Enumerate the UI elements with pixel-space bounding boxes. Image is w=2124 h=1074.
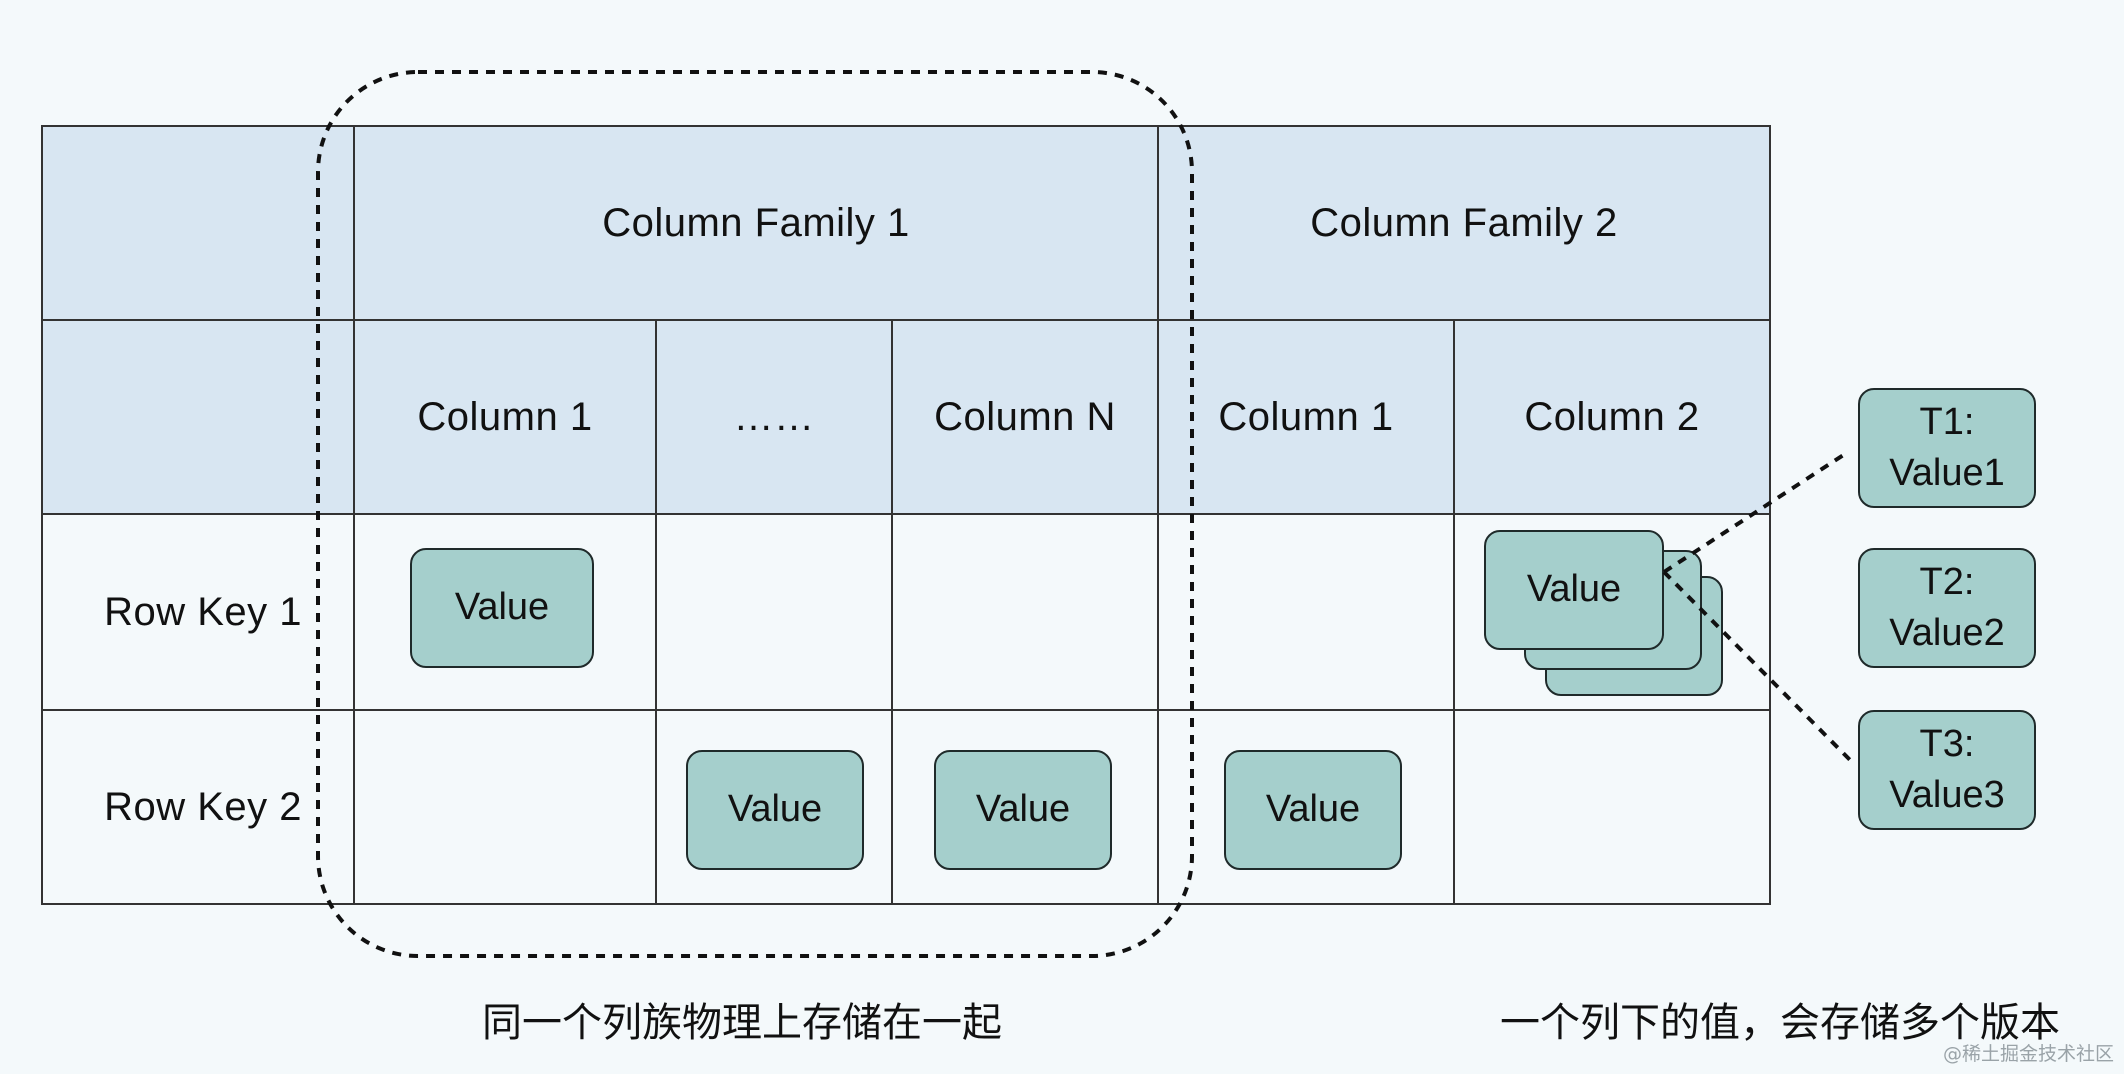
cf2-column-1-header: Column 1 [1158,320,1454,514]
value-label: Value [454,586,550,629]
cf2-column-1-label: Column 1 [1218,394,1394,439]
grid-line-v-ellipsis [655,320,657,905]
caption-left-text: 同一个列族物理上存储在一起 [482,1000,1002,1046]
caption-multiple-versions: 一个列下的值，会存储多个版本 [1500,990,2060,1048]
value-box-r2-cf2-col1: Value [1224,750,1402,870]
watermark: @稀土掘金技术社区 [1942,1043,2114,1065]
value-box-r2-cf1-coln: Value [934,750,1112,870]
grid-line-v-cf2 [1453,320,1455,905]
grid-line-h2 [42,513,1771,515]
value-box-r2-cf1-ellipsis: Value [686,750,864,870]
version-time-label: T2: [1919,560,1975,603]
version-connector-t1 [1662,450,1850,574]
value-box-r1-cf2-col2: Value [1484,530,1664,650]
cf2-column-2-label: Column 2 [1524,394,1700,439]
row-key-2-cell: Row Key 2 [42,710,354,904]
column-family-1-label: Column Family 1 [602,200,910,245]
version-box-t2: T2: Value2 [1858,548,2036,668]
grid-bottom-border [42,903,1771,905]
version-connector-t3 [1662,570,1856,766]
version-time-label: T1: [1919,400,1975,443]
cf1-column-n-label: Column N [934,394,1116,439]
grid-line-v-rowkey [353,125,355,905]
column-family-2-header: Column Family 2 [1158,126,1770,320]
corner-header-cell [42,126,354,320]
row-key-1-cell: Row Key 1 [42,514,354,710]
value-label: Value [975,788,1071,831]
grid-top-border [42,125,1771,127]
grid-line-v-family [1157,125,1159,905]
cf1-ellipsis-header: …… [656,320,892,514]
value-label: Value [727,788,823,831]
caption-column-family-storage: 同一个列族物理上存储在一起 [482,990,1002,1048]
version-value-label: Value3 [1889,774,2005,816]
cf2-column-2-header: Column 2 [1454,320,1770,514]
row-key-2-label: Row Key 2 [104,784,302,829]
value-label: Value [1265,788,1361,831]
caption-right-text: 一个列下的值，会存储多个版本 [1500,1000,2060,1046]
version-value-label: Value2 [1889,612,2005,654]
row-key-1-label: Row Key 1 [104,589,302,634]
version-value-label: Value1 [1889,452,2005,494]
grid-left-border [41,125,43,905]
cf1-column-n-header: Column N [892,320,1158,514]
version-box-t1: T1: Value1 [1858,388,2036,508]
value-box-r1-cf1-col1: Value [410,548,594,668]
grid-line-h3 [42,709,1771,711]
column-family-2-label: Column Family 2 [1310,200,1618,245]
column-family-1-header: Column Family 1 [354,126,1158,320]
value-label: Value [1526,568,1622,611]
corner-subheader-cell [42,320,354,514]
column-family-1-dashed-outline [316,70,1194,958]
grid-line-v-coln [891,320,893,905]
grid-line-h1 [42,319,1771,321]
cf1-column-1-label: Column 1 [417,394,593,439]
grid-right-border [1769,125,1771,905]
cf1-ellipsis-label: …… [733,394,815,439]
version-time-label: T3: [1919,722,1975,765]
cf1-column-1-header: Column 1 [354,320,656,514]
version-box-t3: T3: Value3 [1858,710,2036,830]
